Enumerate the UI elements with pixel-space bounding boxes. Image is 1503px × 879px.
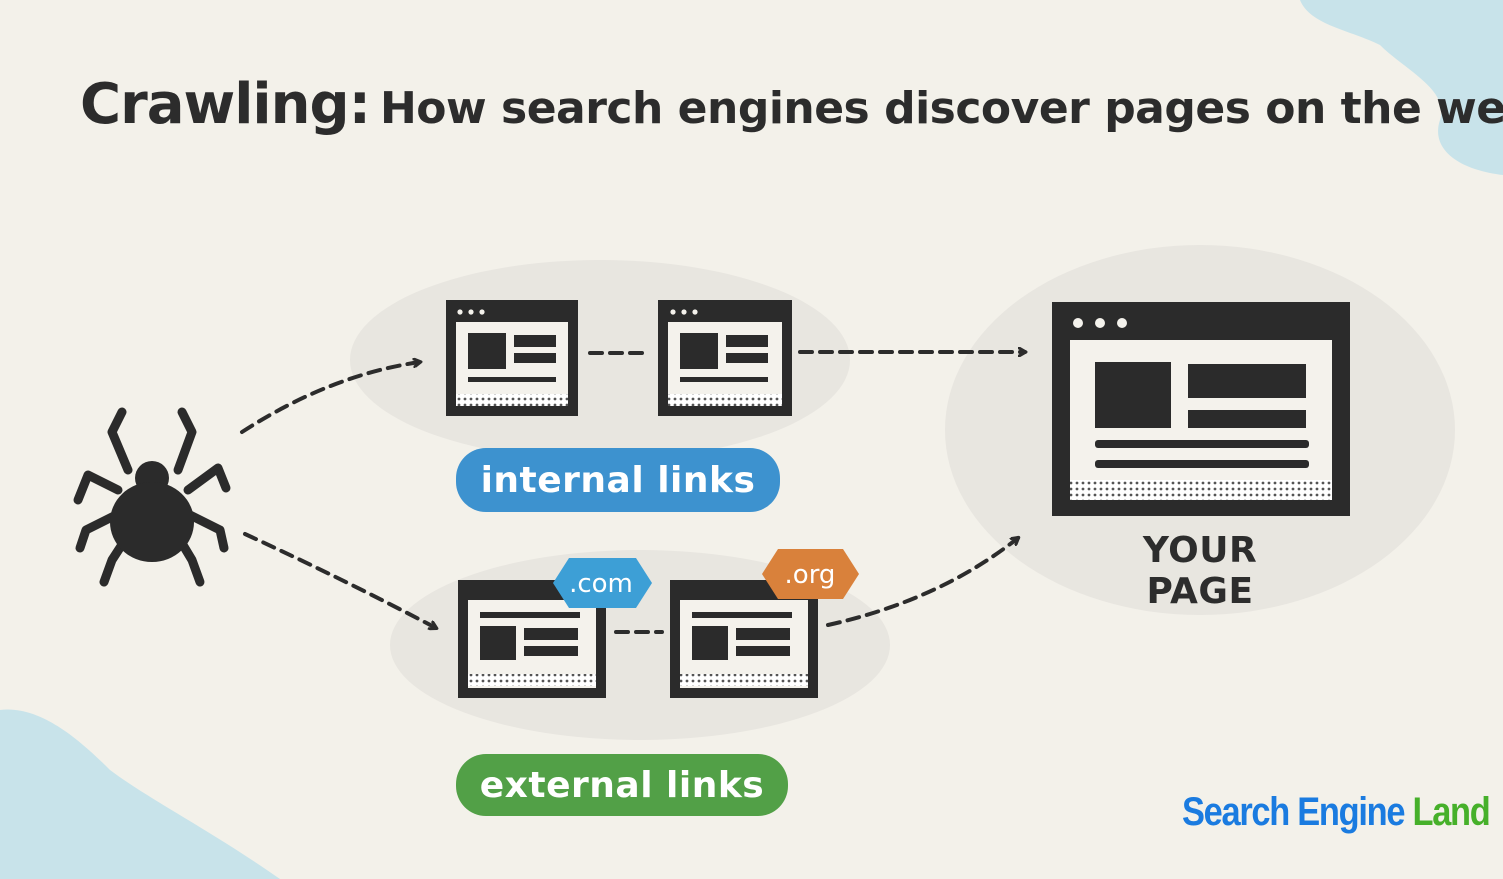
search-engine-land-logo: Search Engine Land bbox=[1182, 790, 1491, 835]
your-page-label: YOUR PAGE bbox=[1142, 530, 1258, 612]
com-tag bbox=[553, 558, 652, 608]
page-title: Crawling:How search engines discover pag… bbox=[80, 72, 1503, 137]
corner-blob-bottom-left bbox=[0, 709, 280, 879]
corner-blob-top-right bbox=[1300, 0, 1503, 175]
crawl-paths bbox=[240, 352, 1025, 634]
title-keyword: Crawling: bbox=[80, 72, 371, 137]
external-links-label: external links bbox=[456, 754, 788, 816]
arrow-external-to-your-page bbox=[826, 538, 1018, 627]
web-page-icon bbox=[446, 300, 578, 416]
org-tag bbox=[762, 549, 859, 599]
logo-text-search-engine: Search Engine bbox=[1182, 790, 1405, 834]
internal-links-label: internal links bbox=[456, 448, 780, 512]
arrow-spider-to-external bbox=[243, 532, 436, 628]
web-page-icon bbox=[670, 580, 818, 698]
title-subtitle: How search engines discover pages on the… bbox=[379, 83, 1503, 134]
logo-text-land: Land bbox=[1412, 790, 1490, 834]
web-page-icon bbox=[658, 300, 792, 416]
org-tag-label: .org bbox=[785, 560, 836, 590]
arrow-spider-to-internal bbox=[240, 362, 420, 434]
your-page-window-icon bbox=[1052, 302, 1350, 516]
com-tag-label: .com bbox=[569, 569, 633, 599]
spider-icon bbox=[73, 407, 231, 587]
